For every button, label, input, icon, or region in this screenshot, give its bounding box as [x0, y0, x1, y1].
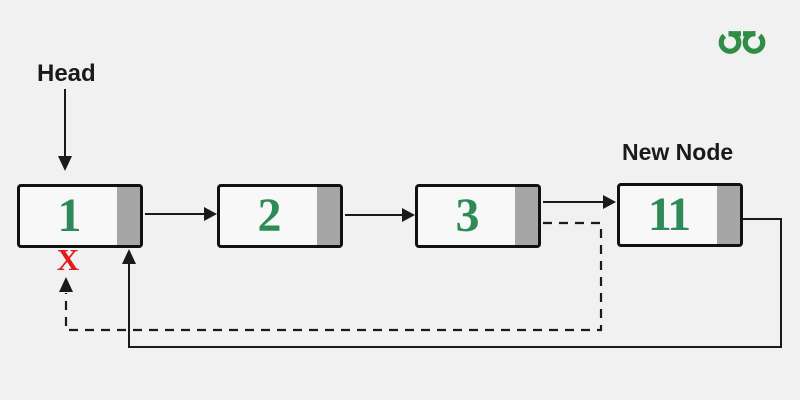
new-circular-link-arrow	[122, 218, 782, 348]
node-1-value: 1	[57, 188, 82, 242]
broken-link-x-marker: X	[56, 242, 80, 277]
node-2: 2	[217, 184, 343, 248]
node-new: 11	[617, 183, 743, 247]
old-circular-link-dashed-arrow	[59, 221, 603, 332]
node-3: 3	[415, 184, 541, 248]
node-1-next-pointer-slot	[117, 187, 140, 245]
node-3-next-pointer-slot	[515, 187, 538, 245]
next-arrow-node1-node2	[145, 207, 217, 221]
node-2-value: 2	[257, 188, 282, 242]
new-node-label: New Node	[622, 139, 734, 165]
node-new-next-pointer-slot	[717, 186, 740, 244]
next-arrow-node2-node3	[345, 208, 415, 222]
next-arrow-node3-newnode	[543, 195, 616, 209]
geeksforgeeks-logo	[718, 31, 766, 54]
node-new-value: 11	[647, 187, 691, 241]
node-1: 1	[17, 184, 143, 248]
head-label: Head	[37, 60, 96, 87]
node-2-next-pointer-slot	[317, 187, 340, 245]
head-pointer-arrow	[58, 89, 72, 171]
node-3-value: 3	[455, 188, 480, 242]
